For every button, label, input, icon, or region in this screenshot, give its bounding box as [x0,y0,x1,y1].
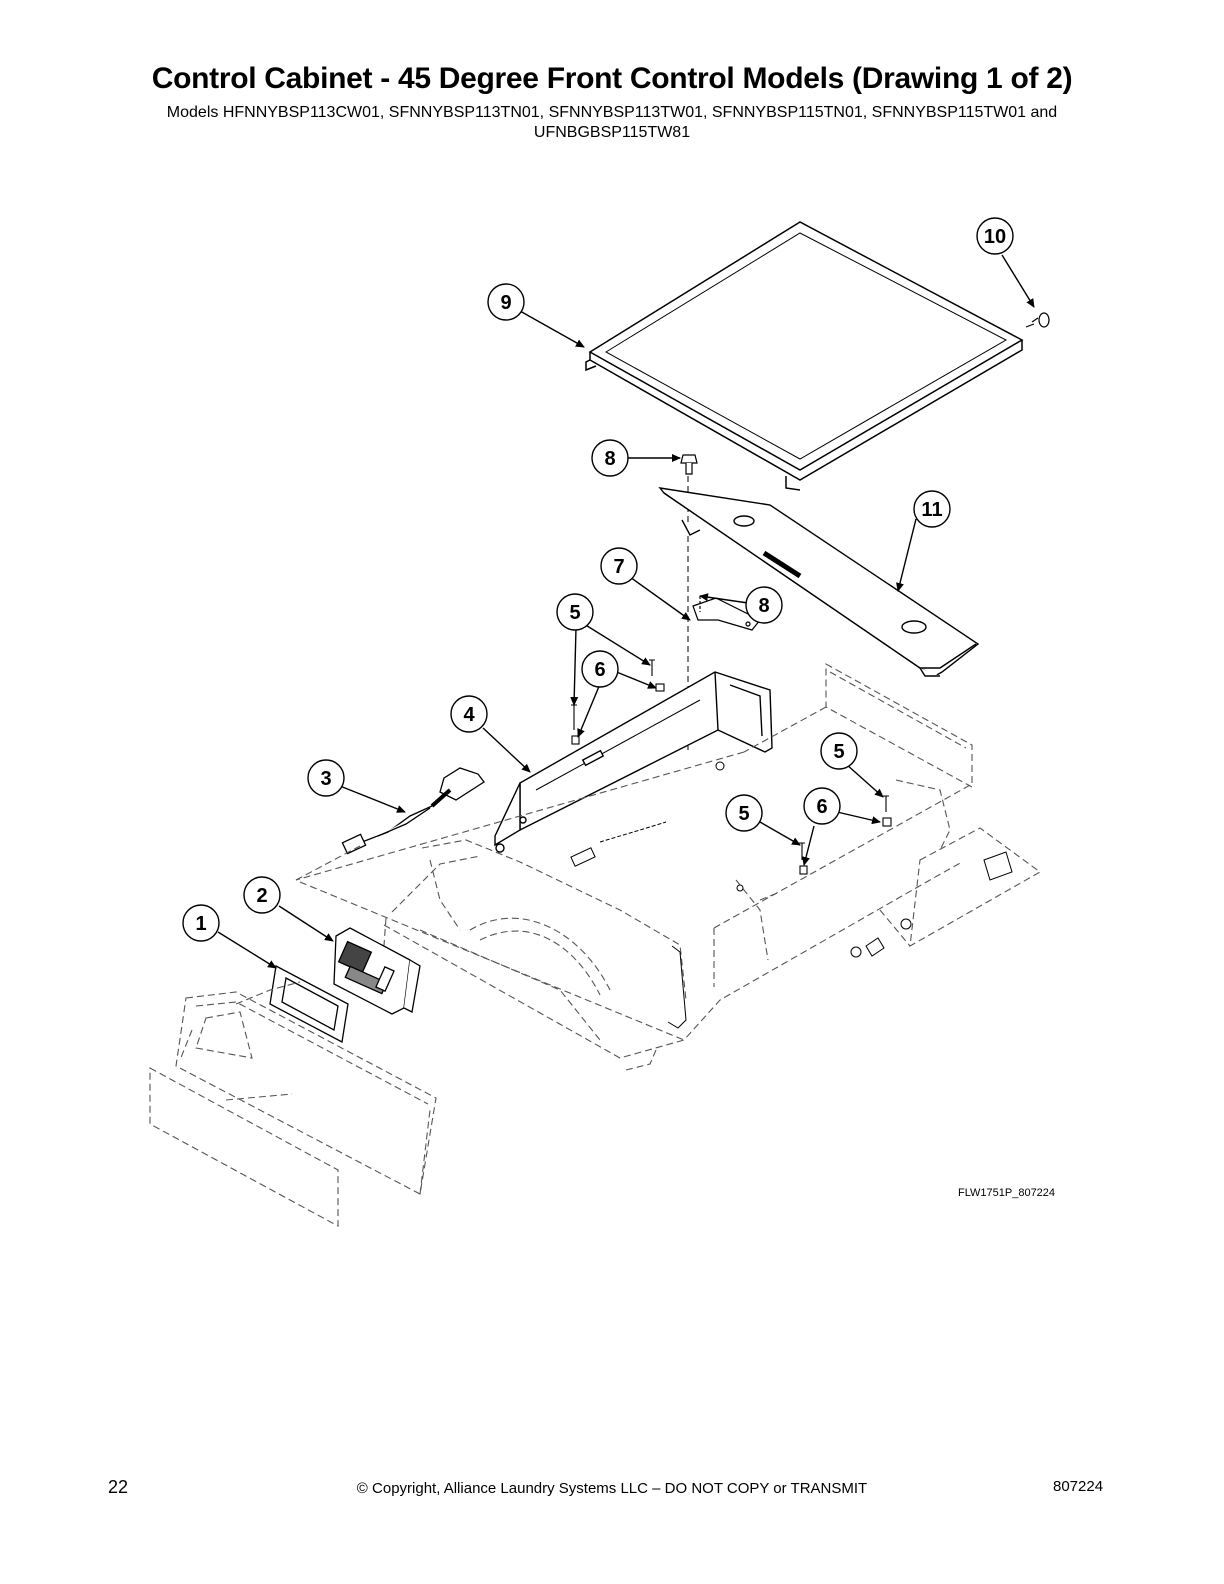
fastener-8-top-part [680,454,698,475]
svg-text:2: 2 [256,885,267,907]
callout-2: 2 [243,876,281,914]
control-module-part [333,927,421,1015]
svg-text:5: 5 [569,602,580,624]
document-number: 807224 [1053,1478,1104,1495]
wire-harness-part [341,767,485,855]
callout-5-c: 5 [725,794,763,832]
page-number: 22 [108,1477,129,1497]
callout-4: 4 [450,695,488,733]
model-list-line-1: Models HFNNYBSP113CW01, SFNNYBSP113TN01,… [166,104,1058,121]
cabinet-outline-dashed [295,663,1042,1071]
svg-text:7: 7 [613,556,624,578]
svg-text:10: 10 [984,226,1006,248]
callout-8-top: 8 [591,439,629,477]
callout-7: 7 [600,547,638,585]
callout-5-a: 5 [556,593,594,631]
callout-6-a: 6 [581,650,619,688]
svg-text:6: 6 [594,659,605,681]
callout-10: 10 [976,217,1014,255]
page-title: Control Cabinet - 45 Degree Front Contro… [151,62,1073,95]
svg-text:4: 4 [463,704,475,726]
callout-5-b: 5 [820,732,858,770]
screw-10-part [1025,312,1050,328]
top-cover-part [585,221,1024,491]
svg-text:11: 11 [921,499,942,521]
svg-text:9: 9 [500,292,511,314]
svg-text:1: 1 [195,913,206,935]
svg-text:3: 3 [320,768,331,790]
gasket-frame-part [269,965,349,1043]
svg-text:8: 8 [758,595,769,617]
svg-text:5: 5 [833,741,844,763]
callout-11: 11 [913,490,951,528]
cabinet-fittings [570,761,1013,1029]
callout-3: 3 [307,759,345,797]
callout-8-mid: 8 [745,586,783,624]
svg-text:6: 6 [816,796,827,818]
model-list: Models HFNNYBSP113CW01, SFNNYBSP113TN01,… [100,103,1124,143]
control-bracket-part [494,671,773,853]
svg-text:5: 5 [738,803,749,825]
copyright-notice: © Copyright, Alliance Laundry Systems LL… [356,1480,868,1497]
callout-leaders [217,254,1035,969]
svg-text:8: 8 [604,448,615,470]
callout-9: 9 [487,283,525,321]
callout-markers: 10 9 8 11 7 8 5 6 4 3 5 6 5 2 1 [182,217,1014,942]
callout-6-b: 6 [803,787,841,825]
rear-support-part [658,487,980,677]
callout-1: 1 [182,904,220,942]
front-panel-dashed [149,981,437,1227]
model-list-line-2: UFNBGBSP115TW81 [533,124,691,141]
figure-code: FLW1751P_807224 [958,1187,1056,1199]
